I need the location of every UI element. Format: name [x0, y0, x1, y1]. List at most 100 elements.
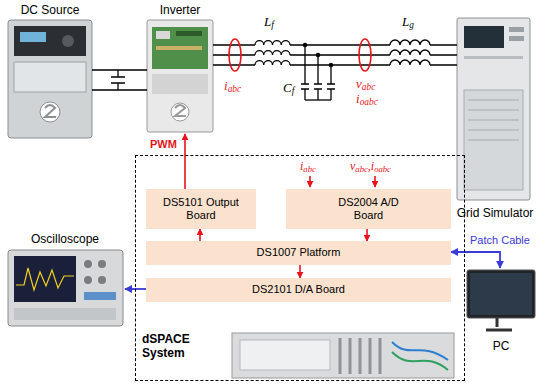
- sensor-ring: [229, 39, 371, 71]
- device-label: DC Source: [21, 3, 80, 17]
- oscilloscope-photo-part: [14, 256, 76, 302]
- lcl-filter-circuit-part: [316, 53, 319, 56]
- dc-source-photo-part: [62, 35, 74, 47]
- dspace-photo-part: [232, 333, 454, 378]
- device-label: PC: [493, 339, 510, 353]
- device-photo-box: Inverter: [145, 3, 215, 134]
- inverter-photo-part: [176, 31, 202, 36]
- signal-symbol-part: f: [292, 86, 295, 96]
- board-box: DS2101 D/A Board: [146, 278, 451, 302]
- grid-simulator-photo-part: [457, 18, 530, 200]
- signal-symbol-part: oabc: [374, 164, 391, 174]
- measurement-arrow-part: [374, 176, 376, 187]
- grid-simulator-photo-part: [464, 26, 504, 48]
- dspace-photo-part: [392, 352, 448, 370]
- lcl-filter-circuit-part: [314, 55, 322, 100]
- lcl-filter-circuit-part: [303, 43, 306, 46]
- system-boundary: dSPACE System DS5101 Output Board DS2004 A…: [135, 155, 465, 381]
- signal-symbol: iabc: [300, 159, 316, 173]
- board-box: DS5101 Output Board: [146, 189, 256, 229]
- signal-arrow: [184, 134, 186, 189]
- dc-link-wires-part: [111, 70, 125, 90]
- lcl-filter-circuit-part: [255, 41, 290, 45]
- lcl-filter-circuit-part: [390, 40, 430, 45]
- inverter-photo-part: [152, 74, 208, 94]
- inverter-photo-part: [156, 46, 202, 50]
- dc-source-photo-part: [14, 62, 86, 92]
- signal-symbol-part: i: [371, 159, 374, 173]
- oscilloscope-photo-part: [8, 250, 123, 326]
- lcl-filter-circuit-part: [390, 60, 430, 65]
- inverter-photo-part: [171, 103, 189, 121]
- connector-label: Patch Cable: [470, 234, 530, 247]
- signal-arrow: [366, 229, 368, 241]
- signal-symbol-part: abc: [303, 164, 315, 174]
- signal-arrow: [299, 265, 301, 278]
- inverter-photo-part: [156, 31, 170, 39]
- oscilloscope-photo-part: [98, 260, 106, 268]
- signal-symbol: vabc: [356, 76, 375, 92]
- measurement-arrow-part: [309, 176, 311, 187]
- inverter-photo-part: [175, 105, 186, 116]
- dspace-photo-part: [340, 338, 380, 374]
- grid-simulator-photo-part: [464, 56, 523, 59]
- signal-symbol-part: g: [409, 20, 414, 30]
- grid-simulator-photo-part: [468, 100, 519, 140]
- dc-source-photo-part: [40, 102, 60, 122]
- signal-symbol-part: i: [224, 78, 228, 93]
- board-box: DS1007 Platform: [146, 241, 451, 265]
- lcl-filter-circuit-part: [305, 99, 331, 100]
- inverter-photo: [147, 20, 213, 132]
- board-label: DS1007 Platform: [257, 246, 341, 259]
- dc-source-photo-part: [14, 26, 86, 56]
- pc-photo-part: [470, 273, 532, 315]
- signal-symbol-part: ,: [368, 159, 371, 173]
- dc-source-photo-part: [8, 20, 92, 138]
- signal-symbol-part: i: [356, 91, 360, 106]
- oscilloscope-photo-part: [98, 276, 106, 284]
- measurement-arrow: [310, 176, 375, 187]
- board-label: DS2101 D/A Board: [252, 283, 345, 296]
- device-photo-box: Oscilloscope: [5, 232, 125, 330]
- sensor-ring-part: [359, 39, 371, 71]
- sensor-ring-part: [229, 39, 241, 71]
- dc-source-photo-part: [45, 105, 56, 117]
- signal-symbol-part: i: [300, 159, 303, 173]
- inverter-photo-part: [152, 27, 208, 69]
- lcl-filter-circuit-part: [255, 61, 290, 65]
- signal-symbol: vabc,ioabc: [350, 159, 391, 173]
- dspace-photo-part: [240, 340, 330, 370]
- signal-arrow: [451, 252, 500, 268]
- device-label: Inverter: [160, 3, 201, 17]
- dc-link-wires-part: [92, 70, 147, 90]
- signal-symbol: Cf: [283, 80, 294, 96]
- board-label: DS2004 A/D Board: [331, 196, 406, 222]
- oscilloscope-photo-part: [16, 268, 74, 290]
- signal-symbol-part: abc: [362, 82, 376, 92]
- oscilloscope-photo-part: [84, 260, 92, 268]
- device-photo-box: DC Source: [5, 3, 95, 140]
- pc-photo: [467, 270, 535, 330]
- lcl-filter-circuit-part: [301, 45, 309, 100]
- signal-symbol-part: oabc: [360, 97, 378, 107]
- lcl-filter-circuit: [213, 40, 457, 100]
- signal-symbol-part: abc: [228, 84, 242, 94]
- inverter-photo-part: [147, 20, 213, 132]
- grid-simulator-photo-part: [464, 90, 523, 190]
- lcl-filter-circuit-part: [327, 65, 335, 100]
- connector-label: PWM: [150, 138, 177, 151]
- signal-symbol: Lf: [264, 14, 274, 30]
- signal-symbol-part: C: [283, 80, 292, 95]
- system-label: dSPACE System: [142, 332, 200, 361]
- grid-simulator-photo-part: [509, 27, 524, 32]
- signal-symbol: Lg: [402, 14, 414, 30]
- dspace-photo: [232, 333, 454, 378]
- dc-source-photo: [8, 20, 92, 138]
- signal-symbol-part: L: [264, 14, 271, 29]
- oscilloscope-photo-part: [84, 276, 92, 284]
- lcl-filter-circuit-part: [390, 50, 430, 55]
- board-box: DS2004 A/D Board: [286, 189, 451, 229]
- device-photo-box: PC: [462, 268, 540, 353]
- signal-symbol: ioabc: [356, 91, 378, 107]
